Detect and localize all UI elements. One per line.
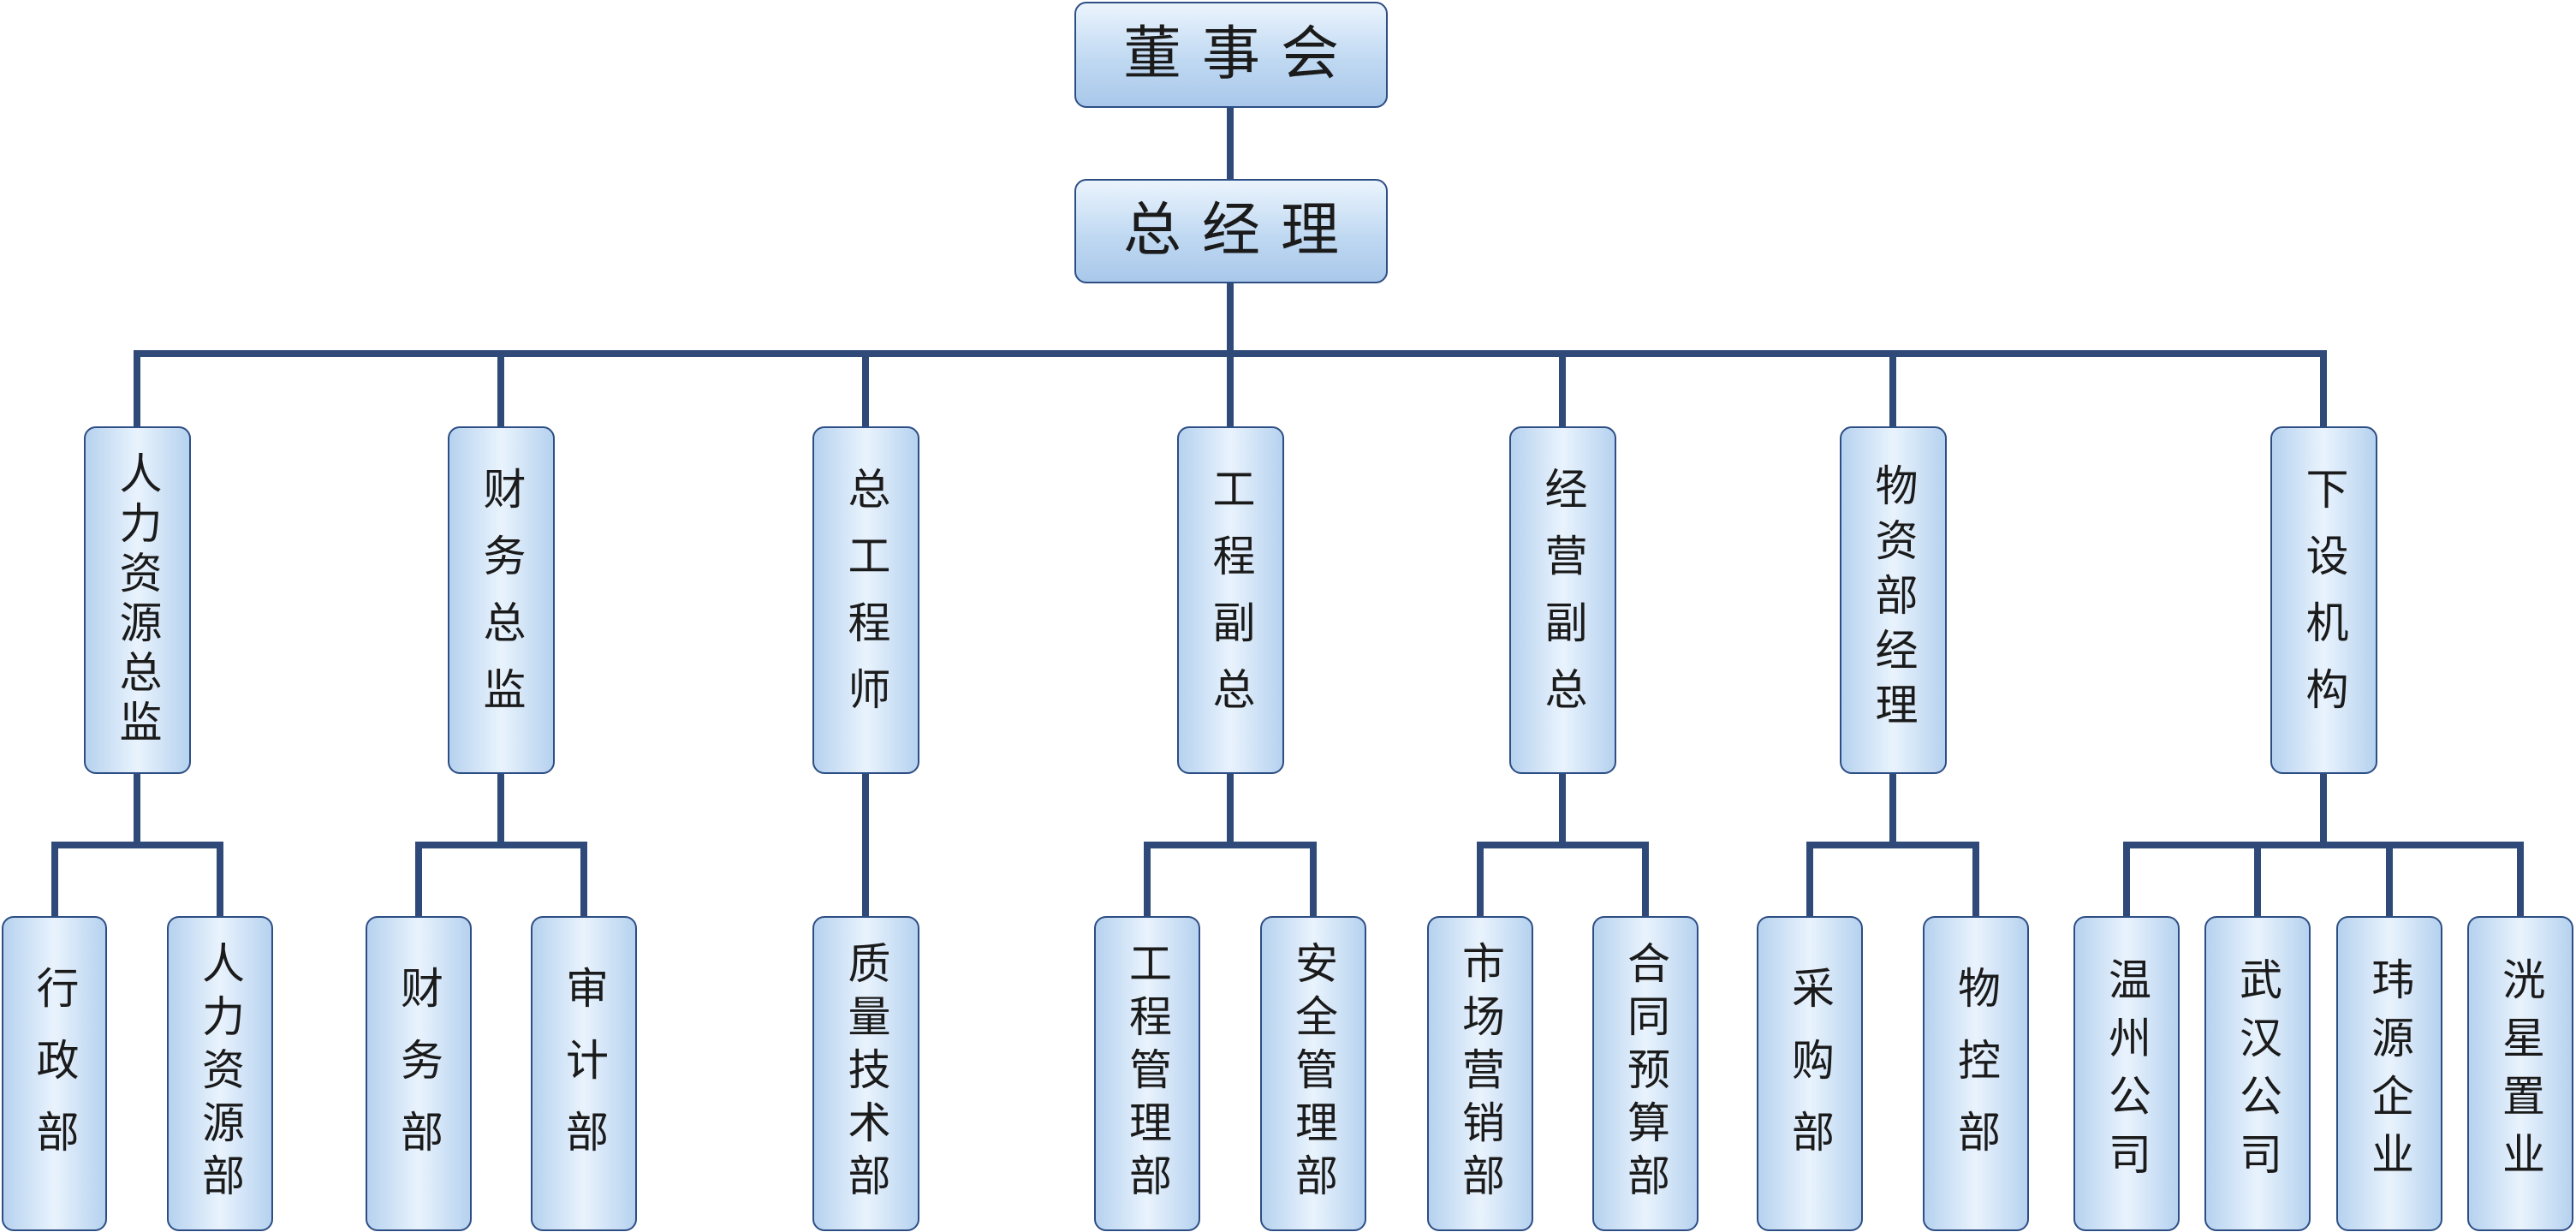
department-label: 合同预算部 [1621,941,1670,1206]
general-manager-box: 总经理 [1074,179,1388,283]
department-label: 财务部 [394,966,443,1181]
department-label: 质量技术部 [841,941,891,1206]
department-box-material-control: 物控部 [1923,916,2029,1231]
department-box-weiyuan: 玮源企业 [2336,916,2442,1231]
department-label: 行政部 [29,966,80,1181]
division-box-engineering: 工程副总 [1177,426,1284,774]
department-label: 工程管理部 [1122,941,1172,1206]
department-box-contract-budget: 合同预算部 [1592,916,1698,1231]
board-label: 董事会 [1122,21,1359,88]
division-box-subsidiaries: 下设机构 [2270,426,2377,774]
department-label: 武汉公司 [2233,957,2282,1190]
department-label: 采购部 [1785,966,1835,1181]
department-label: 市场营销部 [1455,941,1505,1206]
department-label: 玮源企业 [2365,957,2414,1190]
division-box-hr: 人力资源总监 [84,426,191,774]
division-label: 财务总监 [476,467,527,734]
division-box-materials: 物资部经理 [1840,426,1947,774]
division-label: 人力资源总监 [112,451,163,749]
division-label: 工程副总 [1205,467,1256,734]
department-label: 温州公司 [2102,957,2151,1190]
department-box-safety-mgmt: 安全管理部 [1260,916,1366,1231]
department-label: 物控部 [1951,966,2001,1181]
department-box-admin: 行政部 [2,916,107,1231]
division-label: 物资部经理 [1868,463,1919,737]
department-box-engineering-mgmt: 工程管理部 [1094,916,1200,1231]
department-label: 审计部 [559,966,609,1181]
board-box: 董事会 [1074,2,1388,108]
department-box-wuhan: 武汉公司 [2204,916,2311,1231]
department-label: 人力资源部 [195,941,245,1206]
division-box-operations: 经营副总 [1509,426,1616,774]
division-box-finance: 财务总监 [448,426,555,774]
department-box-audit: 审计部 [531,916,637,1231]
department-box-marketing: 市场营销部 [1427,916,1533,1231]
department-box-human-resources: 人力资源部 [167,916,273,1231]
department-box-wenzhou: 温州公司 [2073,916,2180,1231]
general-manager-label: 总经理 [1122,197,1359,265]
department-box-finance: 财务部 [366,916,472,1231]
division-label: 经营副总 [1538,467,1588,734]
division-label: 下设机构 [2299,467,2349,734]
department-box-guangxing: 洸星置业 [2467,916,2573,1231]
department-box-quality: 质量技术部 [812,916,919,1231]
department-label: 洸星置业 [2496,957,2545,1190]
division-box-chief-engineer: 总工程师 [812,426,919,774]
department-label: 安全管理部 [1288,941,1338,1206]
department-box-procurement: 采购部 [1757,916,1863,1231]
division-label: 总工程师 [841,467,891,734]
